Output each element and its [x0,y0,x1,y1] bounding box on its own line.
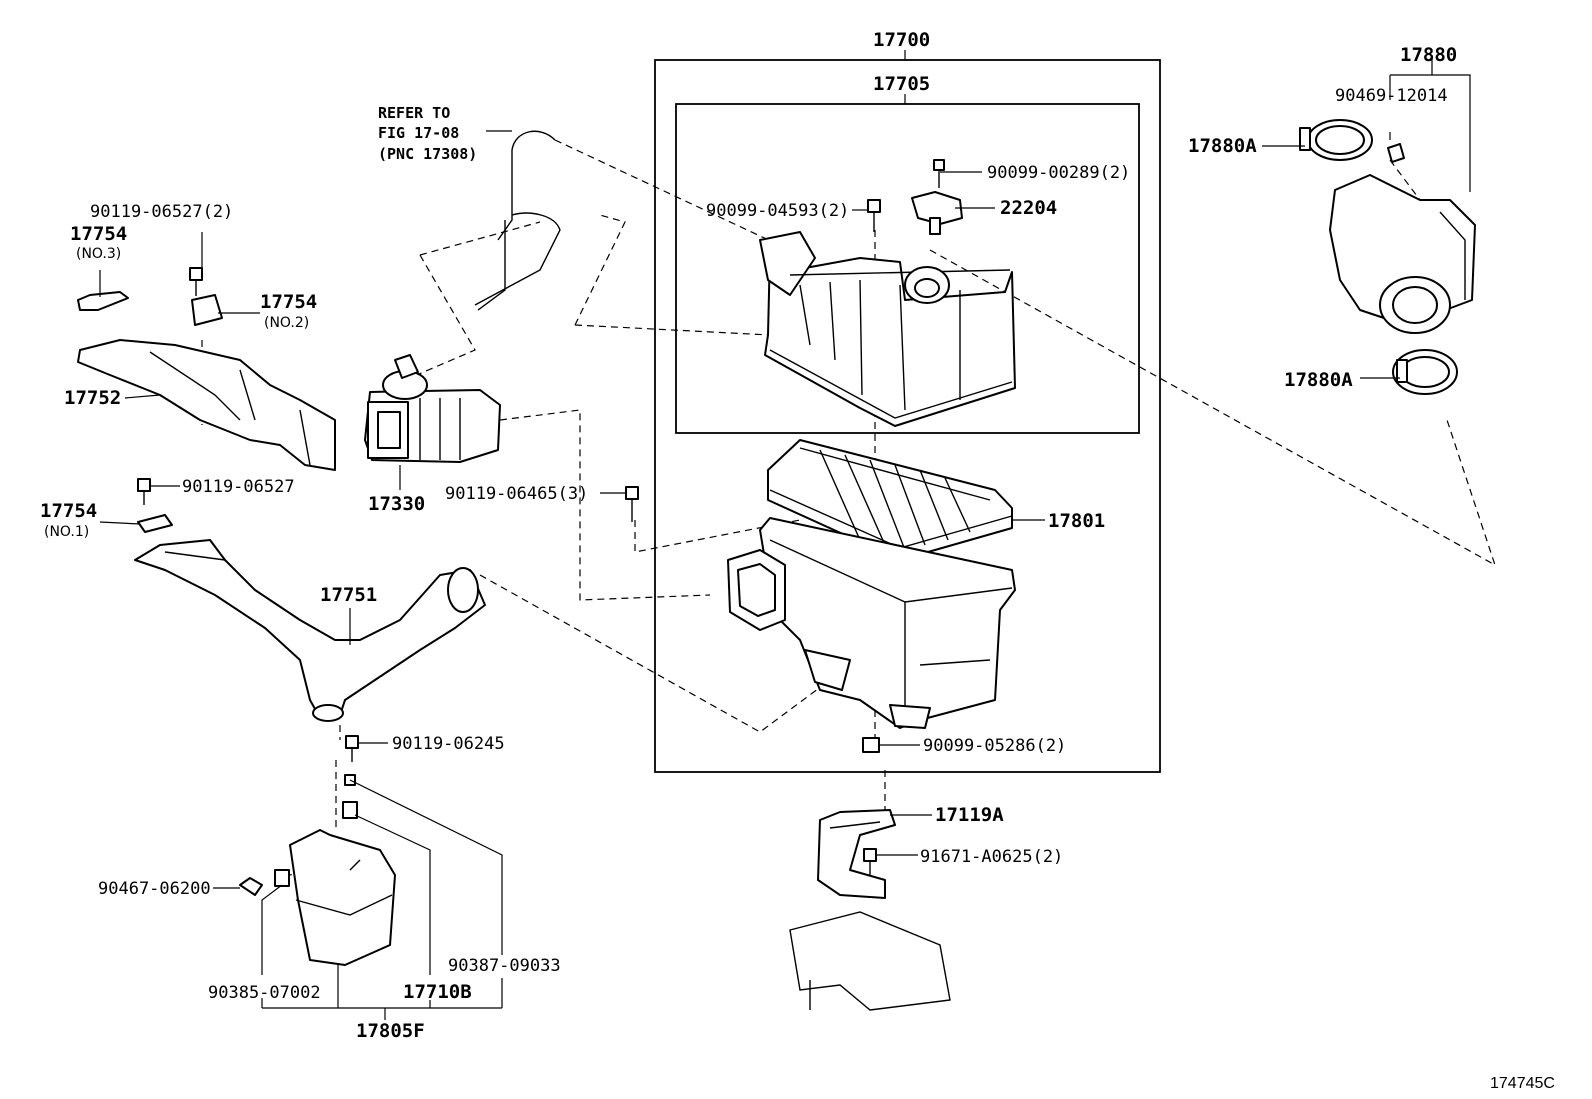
label-17754-no1: 17754 [40,500,97,522]
label-90469-12014: 90469-12014 [1335,86,1448,106]
label-90467-06200: 90467-06200 [98,879,211,899]
air-filter-element [767,439,1013,561]
label-17754-no3-sub: (NO.3) [76,246,121,262]
label-17754-no2-sub: (NO.2) [264,315,309,331]
label-17754-no1-sub: (NO.1) [44,524,89,540]
label-17754-no2: 17754 [260,291,317,313]
hose-clamp-top [1299,119,1373,161]
label-17801: 17801 [1048,510,1105,532]
refer-note-line-2: FIG 17-08 [378,124,459,142]
bracket-no2 [191,294,223,326]
label-90385-07002: 90385-07002 [208,983,321,1003]
label-90119-06527: 90119-06527 [182,477,295,497]
label-17751: 17751 [320,584,377,606]
vacuum-hose [474,130,561,311]
label-17700: 17700 [873,29,930,51]
label-17805f: 17805F [356,1020,425,1042]
label-17880a-top: 17880A [1188,135,1257,157]
refer-note-line-1: REFER TO [378,104,450,122]
air-cleaner-case [727,517,1016,729]
air-flow-sensor [911,191,963,235]
label-17710b: 17710B [403,981,472,1003]
diagram-id: 174745C [1490,1075,1555,1092]
label-91671-a0625: 91671-A0625(2) [920,847,1063,867]
label-22204: 22204 [1000,197,1057,219]
label-90099-04593: 90099-04593(2) [706,201,849,221]
air-cleaner-cap-sub-box [675,103,1140,434]
bolt-icons [137,159,945,887]
bracket-no1 [137,514,173,533]
label-90099-00289: 90099-00289(2) [987,163,1130,183]
label-17330: 17330 [368,493,425,515]
label-17705: 17705 [873,73,930,95]
intake-air-duct [134,539,486,722]
throttle-body [364,354,501,463]
label-17752: 17752 [64,387,121,409]
air-cleaner-bracket [789,809,951,1011]
air-cleaner-assembly-box [654,59,1161,773]
bracket-no3 [77,291,129,311]
label-90119-06245: 90119-06245 [392,734,505,754]
clip-icon [1387,143,1405,163]
label-90119-06527-2: 90119-06527(2) [90,202,233,222]
label-90119-06465: 90119-06465(3) [445,484,588,504]
refer-note-line-3: (PNC 17308) [378,145,477,163]
label-17880a-bottom: 17880A [1284,369,1353,391]
hose-clamp-bottom [1392,349,1458,395]
air-flow-meter-tube [1329,174,1476,334]
refer-note: REFER TO FIG 17-08 (PNC 17308) [378,104,512,163]
resonator [239,829,396,966]
intake-duct-upper [77,339,336,471]
label-17754-no3: 17754 [70,223,127,245]
leader-lines [99,55,1471,1020]
air-cleaner-cap [759,231,1016,427]
label-17880: 17880 [1400,44,1457,66]
label-17119a: 17119A [935,804,1004,826]
label-90387-09033: 90387-09033 [448,956,561,976]
label-90099-05286: 90099-05286(2) [923,736,1066,756]
